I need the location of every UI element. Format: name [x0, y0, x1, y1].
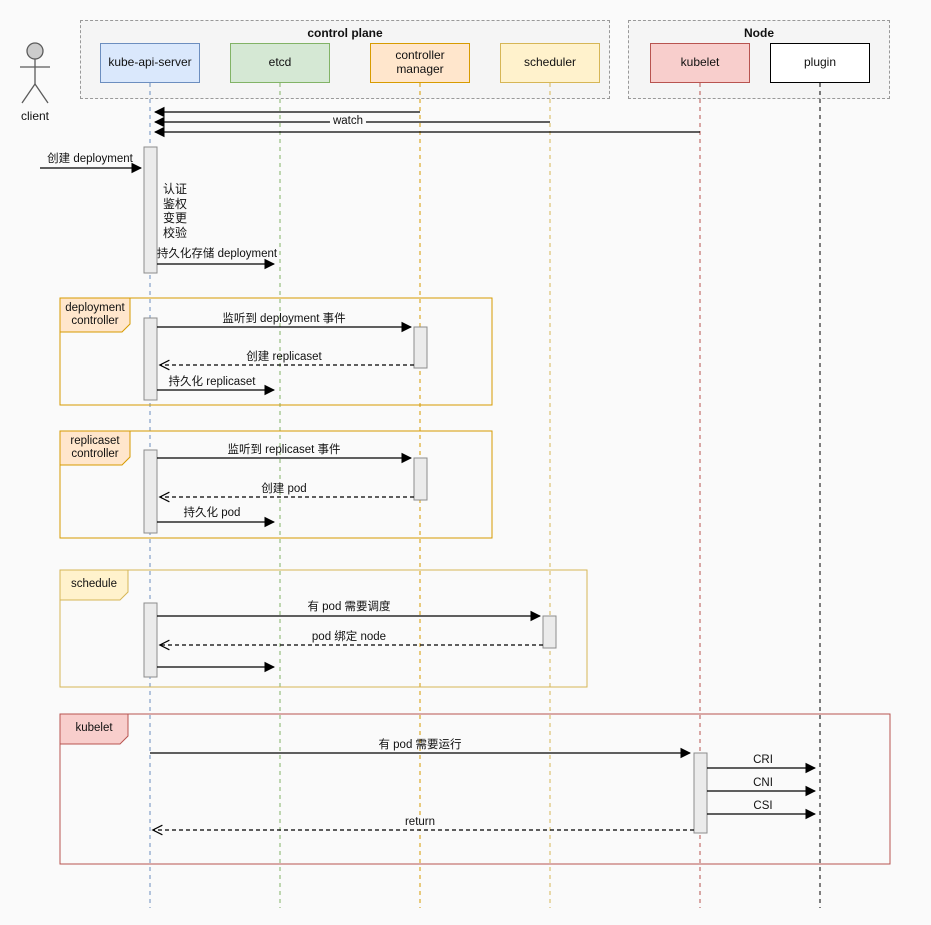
frame-label-shape-replicaset-controller	[59, 430, 131, 466]
msg-watch: watch	[329, 114, 367, 128]
activation-cm-frame2	[413, 457, 428, 501]
frame-label-replicaset-controller: replicaset controller	[70, 434, 120, 460]
participant-kube-api-server: kube-api-server	[100, 43, 200, 83]
msg-persist-replicaset: 持久化 replicaset	[168, 376, 256, 388]
step-authz: 鉴权	[163, 196, 188, 211]
msg-pod-bind-node: pod 绑定 node	[311, 631, 387, 643]
participant-etcd-label: etcd	[268, 55, 292, 70]
participant-plugin-label: plugin	[803, 55, 837, 70]
activation-api-create	[143, 146, 158, 274]
node-title: Node	[744, 26, 774, 40]
participant-scheduler: scheduler	[500, 43, 600, 83]
client-actor-label: client	[20, 109, 50, 123]
activation-api-frame1	[143, 317, 158, 401]
participant-plugin: plugin	[770, 43, 870, 83]
step-authn: 认证	[163, 182, 188, 196]
msg-create-pod: 创建 pod	[261, 483, 307, 495]
participant-scheduler-label: scheduler	[523, 55, 577, 70]
frame-replicaset-controller	[59, 430, 493, 539]
msg-cri: CRI	[753, 754, 773, 766]
frame-label-kubelet: kubelet	[75, 722, 113, 735]
frame-schedule	[59, 569, 588, 688]
participant-controller-manager-label: controller manager	[395, 48, 445, 76]
frame-label-shape-deployment-controller	[59, 297, 131, 333]
frame-label-shape-kubelet	[59, 713, 129, 745]
msg-persist-deployment: 持久化存储 deployment	[156, 248, 278, 260]
step-mutate: 变更	[163, 211, 188, 226]
api-processing-steps: 认证 鉴权 变更 校验	[163, 182, 187, 240]
activation-api-frame2	[143, 449, 158, 534]
msg-cni: CNI	[753, 777, 773, 789]
client-actor-icon	[20, 42, 50, 104]
msg-deployment-event: 监听到 deployment 事件	[222, 313, 346, 325]
participant-kube-api-server-label: kube-api-server	[108, 55, 192, 70]
control-plane-title: control plane	[307, 26, 383, 40]
activation-cm-frame1	[413, 326, 428, 369]
step-validate: 校验	[163, 225, 188, 240]
msg-return: return	[401, 815, 439, 829]
msg-create-deployment: 创建 deployment	[47, 153, 133, 165]
frame-deployment-controller	[59, 297, 493, 406]
activation-bars	[143, 146, 708, 834]
frame-label-deployment-controller: deployment controller	[65, 301, 125, 327]
frame-label-shape-schedule	[59, 569, 129, 601]
frame-kubelet	[59, 713, 891, 865]
msg-replicaset-event: 监听到 replicaset 事件	[227, 444, 341, 456]
participant-controller-manager: controller manager	[370, 43, 470, 83]
msg-create-replicaset: 创建 replicaset	[246, 351, 322, 363]
activation-kubelet-frame4	[693, 752, 708, 834]
msg-csi: CSI	[753, 800, 773, 812]
participant-kubelet: kubelet	[650, 43, 750, 83]
participant-kubelet-label: kubelet	[680, 55, 720, 70]
msg-pod-run: 有 pod 需要运行	[378, 739, 462, 751]
activation-api-frame3	[143, 602, 158, 678]
msg-pod-schedule: 有 pod 需要调度	[307, 601, 391, 613]
activation-scheduler-frame3	[542, 615, 557, 649]
participant-etcd: etcd	[230, 43, 330, 83]
frame-label-schedule: schedule	[70, 578, 118, 591]
msg-persist-pod: 持久化 pod	[183, 507, 241, 519]
